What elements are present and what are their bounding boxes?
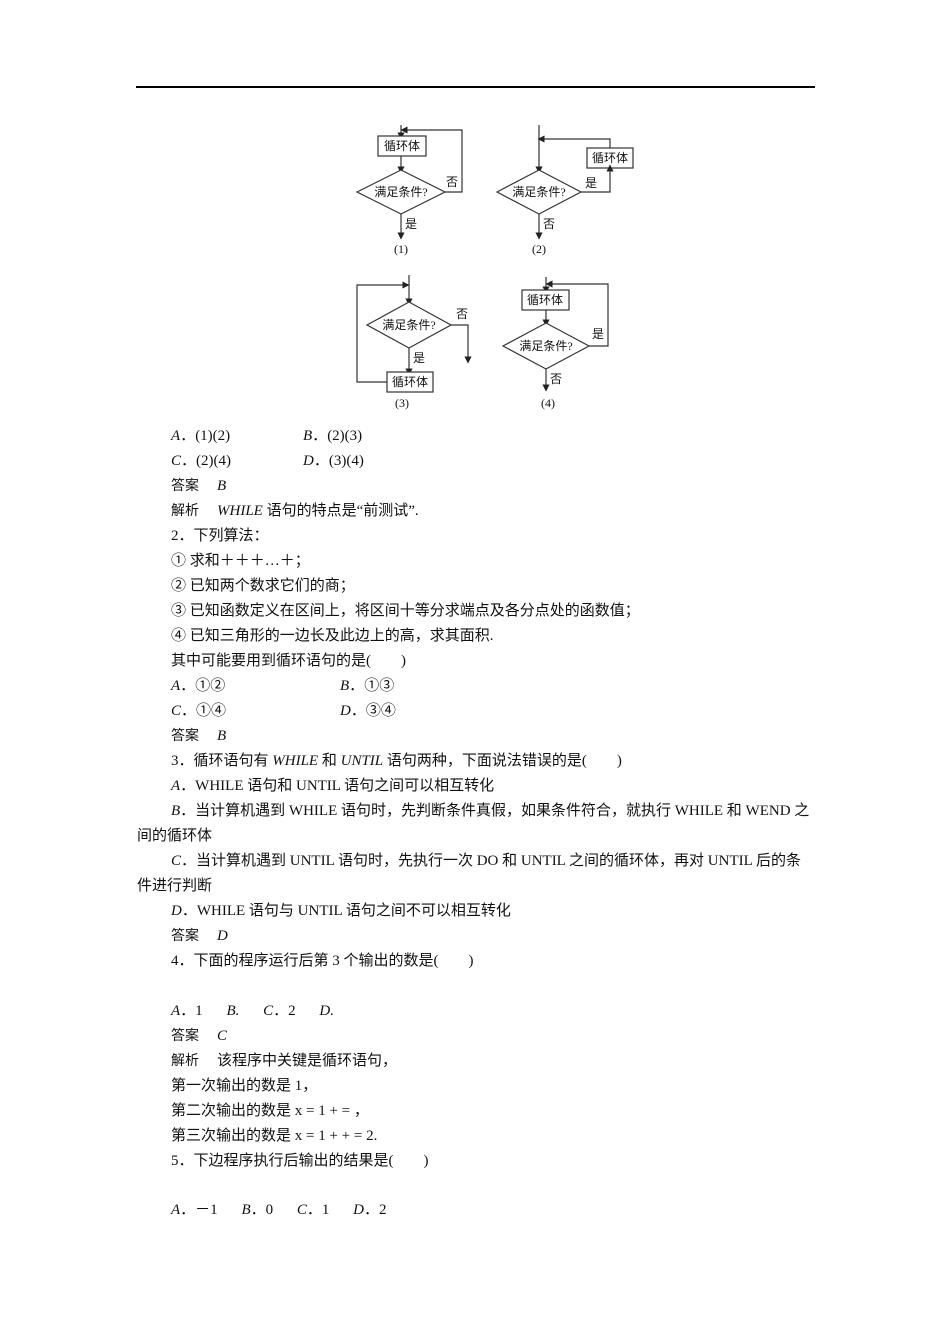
svg-text:否: 否 <box>543 217 555 231</box>
q4-stem: 4．下面的程序运行后第 3 个输出的数是( ) <box>171 953 474 969</box>
q5-stem: 5．下边程序执行后输出的结果是( ) <box>171 1153 429 1169</box>
loop-flowcharts-figure: 循环体 满足条件? 否 是 (1) 循环体 满足条件? 是 否 (2) 满足条件… <box>340 120 640 420</box>
no-label: 否 <box>446 175 458 189</box>
svg-text:(1): (1) <box>394 242 408 256</box>
q2-option-c: C．①④ <box>171 703 227 719</box>
q1-option-a: (1)(2) <box>195 428 231 444</box>
q2-stem: 2．下列算法： <box>171 528 269 544</box>
q3-stem: 3．循环语句有 WHILE 和 UNTIL 语句两种，下面说法错误的是( ) <box>171 753 622 769</box>
svg-text:循环体: 循环体 <box>392 375 428 389</box>
condition-label: 满足条件? <box>374 185 427 199</box>
q4-analysis: 解析该程序中关键是循环语句， <box>171 1053 398 1069</box>
q2-option-a: A．①② <box>171 678 226 694</box>
q2-item-4: ④ 已知三角形的一边长及此边上的高，求其面积. <box>171 628 494 644</box>
q2-item-1: ① 求和＋＋＋…＋； <box>171 553 310 569</box>
q1-options-row-1: A．(1)(2) <box>171 428 231 444</box>
q4-options: A．1 B. C．2 D. <box>171 1003 334 1019</box>
svg-text:是: 是 <box>585 176 597 190</box>
q3-option-a: A．WHILE 语句和 UNTIL 语句之间可以相互转化 <box>171 778 495 794</box>
svg-text:满足条件?: 满足条件? <box>382 318 435 332</box>
q2-option-d: D．③④ <box>340 703 396 719</box>
q5-options: A．－1 B．0 C．1 D．2 <box>171 1202 387 1218</box>
q1-option-c: (2)(4) <box>196 453 232 469</box>
loop-body-label: 循环体 <box>384 139 420 153</box>
svg-text:是: 是 <box>413 351 425 365</box>
q1-option-b: (2)(3) <box>327 428 363 444</box>
svg-text:循环体: 循环体 <box>592 151 628 165</box>
q1-option-d: (3)(4) <box>328 453 364 469</box>
q2-question: 其中可能要用到循环语句的是( ) <box>171 653 406 669</box>
svg-text:满足条件?: 满足条件? <box>519 339 572 353</box>
q2-item-3: ③ 已知函数定义在区间上，将区间十等分求端点及各分点处的函数值； <box>171 603 640 619</box>
svg-text:否: 否 <box>456 307 468 321</box>
header-rule <box>136 86 815 88</box>
svg-text:循环体: 循环体 <box>527 293 563 307</box>
svg-text:否: 否 <box>550 372 562 386</box>
q3-option-d: D．WHILE 语句与 UNTIL 语句之间不可以相互转化 <box>171 903 511 919</box>
q4-step-3: 第三次输出的数是 x = 1 + + = 2. <box>171 1128 378 1144</box>
q2-item-2: ② 已知两个数求它们的商； <box>171 578 355 594</box>
svg-text:(3): (3) <box>395 396 409 410</box>
svg-text:(2): (2) <box>532 242 546 256</box>
yes-label: 是 <box>405 217 417 231</box>
q1-option-b-row: B．(2)(3) <box>303 428 363 444</box>
q4-step-1: 第一次输出的数是 1， <box>171 1078 318 1094</box>
svg-text:满足条件?: 满足条件? <box>512 185 565 199</box>
svg-text:(4): (4) <box>541 396 555 410</box>
q1-option-c-row: C．(2)(4) <box>171 453 232 469</box>
q4-step-2: 第二次输出的数是 x = 1 + = ， <box>171 1103 369 1119</box>
q2-option-b: B．①③ <box>340 678 395 694</box>
q3-option-c: C．当计算机遇到 UNTIL 语句时，先执行一次 DO 和 UNTIL 之间的循… <box>137 853 801 894</box>
q1-option-d-row: D．(3)(4) <box>303 453 364 469</box>
svg-text:是: 是 <box>592 327 604 341</box>
q3-option-b: B．当计算机遇到 WHILE 语句时，先判断条件真假，如果条件符合，就执行 WH… <box>137 803 810 844</box>
